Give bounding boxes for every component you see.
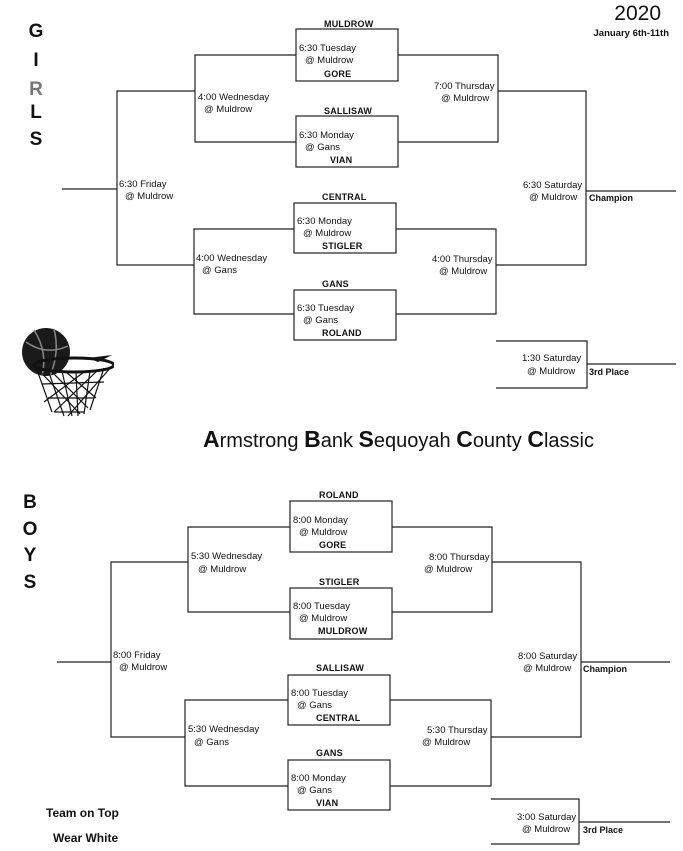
girls-semifinal2-site: @ Muldrow [439,266,488,277]
girls-game1-bottom-team: GORE [324,69,352,79]
boys-letter: O [22,519,38,540]
boys-game3-time: 8:00 Tuesday [291,688,349,699]
girls-third-site: @ Muldrow [527,366,576,377]
boys-game3-bottom-team: CENTRAL [316,713,361,723]
title-initial: S [358,426,374,452]
basketball-hoop-icon [22,328,114,417]
girls-game2-site: @ Gans [305,142,340,153]
boys-game2-top-team: STIGLER [319,577,360,587]
girls-game3-site: @ Muldrow [303,228,352,239]
boys-letter: Y [23,545,37,566]
girls-game4-time: 6:30 Tuesday [297,303,355,314]
boys-consolation2-site: @ Gans [194,737,229,748]
girls-consolation1-site: @ Muldrow [204,104,253,115]
boys-third-place-label: 3rd Place [583,825,624,835]
girls-final-site: @ Muldrow [529,192,578,203]
girls-game1-top-team: MULDROW [324,19,374,29]
boys-game3-top-team: SALLISAW [316,663,365,673]
boys-consolation2-time: 5:30 Wednesday [188,724,260,735]
boys-game1-time: 8:00 Monday [293,515,348,526]
boys-semifinal2-site: @ Muldrow [422,737,471,748]
boys-letter: B [23,492,37,513]
boys-semifinal1-site: @ Muldrow [424,564,473,575]
boys-game4-time: 8:00 Monday [291,773,346,784]
girls-game2-bottom-team: VIAN [330,155,353,165]
girls-game4-bottom-team: ROLAND [322,328,362,338]
girls-consolation-final-site: @ Muldrow [125,191,174,202]
note-wear-white: Wear White [53,831,119,845]
title-initial: B [304,426,321,452]
boys-third-site: @ Muldrow [522,824,571,835]
title-rest: ank [320,430,353,452]
girls-letter: G [28,21,44,42]
title-initial: C [527,426,544,452]
girls-third-place-label: 3rd Place [589,367,630,377]
girls-semifinal1-site: @ Muldrow [441,93,490,104]
boys-letter: S [23,572,37,593]
girls-letter: I [33,50,39,71]
girls-game3-top-team: CENTRAL [322,192,367,202]
girls-game3-bottom-team: STIGLER [322,241,363,251]
girls-third-time: 1:30 Saturday [522,353,582,364]
boys-game4-bottom-team: VIAN [316,798,339,808]
boys-game2-bottom-team: MULDROW [318,626,368,636]
boys-champion-label: Champion [583,664,627,674]
girls-letter: R [29,79,43,100]
title-rest: equoyah [373,430,451,452]
boys-game3-site: @ Gans [297,700,332,711]
boys-consolation-final-site: @ Muldrow [119,662,168,673]
girls-final-time: 6:30 Saturday [523,180,583,191]
girls-game1-time: 6:30 Tuesday [299,43,357,54]
boys-game1-bottom-team: GORE [319,540,347,550]
girls-game1-site: @ Muldrow [305,55,354,66]
girls-semifinal1-time: 7:00 Thursday [434,81,495,92]
girls-letter: L [30,102,42,123]
title-rest: ounty [472,430,522,452]
boys-semifinal2-time: 5:30 Thursday [427,725,488,736]
girls-game2-top-team: SALLISAW [324,106,373,116]
girls-consolation2-time: 4:00 Wednesday [196,253,268,264]
girls-consolation1-time: 4:00 Wednesday [198,92,270,103]
boys-game1-top-team: ROLAND [319,490,359,500]
boys-game4-top-team: GANS [316,748,343,758]
girls-game4-top-team: GANS [322,279,349,289]
girls-consolation2-site: @ Gans [202,265,237,276]
title-initial: C [456,426,473,452]
title-rest: rmstrong [219,430,299,452]
boys-game2-site: @ Muldrow [299,613,348,624]
girls-game2-time: 6:30 Monday [299,130,354,141]
boys-consolation1-time: 5:30 Wednesday [191,551,263,562]
tournament-title: Armstrong Bank Sequoyah County Classic [203,426,594,453]
title-rest: lassic [543,430,594,452]
year-label: 2020 [614,2,661,25]
boys-final-site: @ Muldrow [523,663,572,674]
dates-label: January 6th-11th [593,28,670,39]
boys-consolation-final-time: 8:00 Friday [113,650,161,661]
boys-semifinal1-time: 8:00 Thursday [429,552,490,563]
boys-game4-site: @ Gans [297,785,332,796]
boys-third-time: 3:00 Saturday [517,812,577,823]
title-initial: A [203,426,220,452]
boys-game2-time: 8:00 Tuesday [293,601,351,612]
girls-consolation-final-time: 6:30 Friday [119,179,167,190]
note-team-on-top: Team on Top [46,806,119,820]
girls-game3-time: 6:30 Monday [297,216,352,227]
boys-consolation1-site: @ Muldrow [198,564,247,575]
girls-champion-label: Champion [589,193,633,203]
girls-letter: S [29,129,43,150]
girls-game4-site: @ Gans [303,315,338,326]
boys-final-time: 8:00 Saturday [518,651,578,662]
girls-semifinal2-time: 4:00 Thursday [432,254,493,265]
boys-game1-site: @ Muldrow [299,527,348,538]
